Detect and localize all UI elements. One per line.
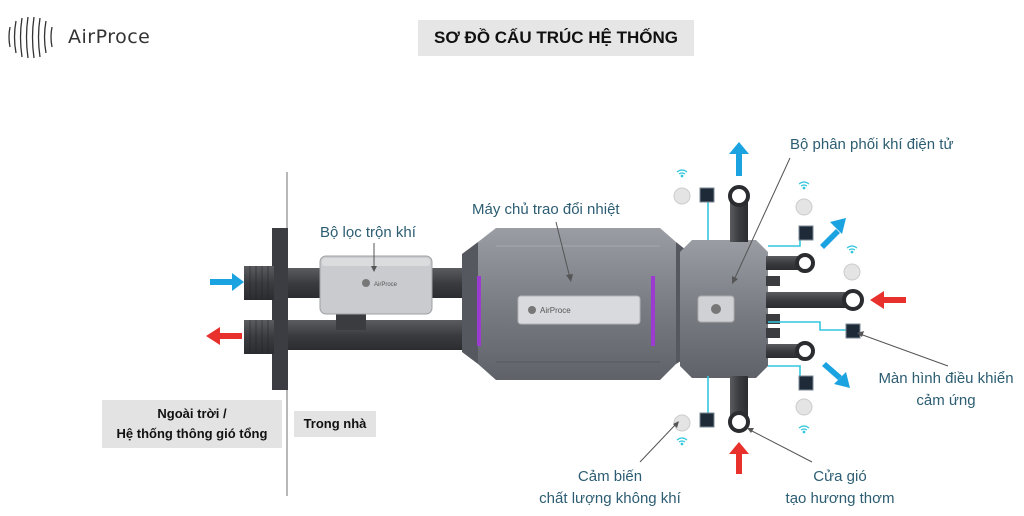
filter-to-main-pipe xyxy=(428,268,464,298)
label-sensor-line1: Cảm biến xyxy=(577,468,643,485)
vent-ring-right-3 xyxy=(795,341,815,361)
label-vent-line1: Cửa gió xyxy=(813,468,867,485)
vent-rings xyxy=(728,185,864,433)
vent-ring-right-1 xyxy=(795,253,815,273)
label-touch-screen-line1: Màn hình điều khiển xyxy=(878,370,1014,387)
return-up-arrow xyxy=(729,442,749,474)
touch-screens xyxy=(699,187,861,428)
fresh-air-in-arrow xyxy=(210,273,244,291)
vent-ring-right-2 xyxy=(842,289,864,311)
air-quality-sensors xyxy=(673,187,861,432)
distributor-logo-icon xyxy=(711,304,721,314)
page-title-text: SƠ ĐỒ CẤU TRÚC HỆ THỐNG xyxy=(433,28,678,47)
main-left-accent xyxy=(477,276,481,346)
label-distributor: Bộ phân phối khí điện tử xyxy=(790,136,954,153)
zone-outdoor-line2: Hệ thống thông gió tổng xyxy=(116,426,268,441)
duct-top xyxy=(730,196,748,242)
wall-plate xyxy=(272,228,288,390)
brand-name: AirProce xyxy=(68,26,151,48)
indoor-pipe-top xyxy=(288,268,324,298)
zone-indoor-label: Trong nhà xyxy=(303,416,367,431)
zone-indoor: Trong nhà xyxy=(294,411,376,437)
outdoor-intake-pipe xyxy=(244,266,274,300)
label-aroma-vent: Cửa gió tạo hương thơm xyxy=(760,466,920,510)
supply-diagonal-up-arrow xyxy=(820,218,846,249)
page-title: SƠ ĐỒ CẤU TRÚC HỆ THỐNG xyxy=(418,20,694,56)
main-name-plate xyxy=(517,295,641,325)
label-mixing-filter: Bộ lọc trộn khí xyxy=(320,224,416,241)
airproce-logo xyxy=(6,13,186,61)
outdoor-exhaust-pipe xyxy=(244,320,274,354)
label-touch-screen: Màn hình điều khiển cảm ứng xyxy=(866,368,1024,412)
mixing-filter-box xyxy=(319,255,433,315)
duct-bottom xyxy=(730,376,748,422)
return-left-arrow xyxy=(870,291,906,309)
vent-ring-bottom xyxy=(728,411,750,433)
main-brand-text: AirProce xyxy=(540,306,571,315)
supply-up-arrow xyxy=(729,142,749,176)
zone-outdoor-line1: Ngoài trời / xyxy=(157,406,227,421)
flow-arrows xyxy=(206,142,906,474)
exhaust-out-arrow xyxy=(206,327,242,345)
filter-logo-icon xyxy=(362,279,370,287)
duct-right-1 xyxy=(766,256,802,270)
label-sensor-line2: chất lượng không khí xyxy=(539,490,681,507)
indoor-pipe-bottom xyxy=(288,320,463,350)
filter-brand-text: AirProce xyxy=(374,282,398,288)
label-vent-line2: tạo hương thơm xyxy=(785,490,895,507)
duct-right-3 xyxy=(766,344,802,358)
leader-lines xyxy=(373,157,949,463)
main-logo-icon xyxy=(528,306,536,314)
vent-ring-top xyxy=(728,185,750,207)
duct-right-2 xyxy=(766,292,846,308)
main-right-accent xyxy=(651,276,655,346)
airproce-logo-mark-icon xyxy=(8,16,53,59)
wifi-icons xyxy=(676,169,858,446)
label-touch-screen-line2: cảm ứng xyxy=(916,392,976,409)
supply-diagonal-down-arrow xyxy=(822,362,850,388)
label-air-quality-sensor: Cảm biến chất lượng không khí xyxy=(520,466,700,510)
zone-outdoor: Ngoài trời / Hệ thống thông gió tổng xyxy=(102,400,282,448)
label-main-unit: Máy chủ trao đổi nhiệt xyxy=(472,201,620,218)
